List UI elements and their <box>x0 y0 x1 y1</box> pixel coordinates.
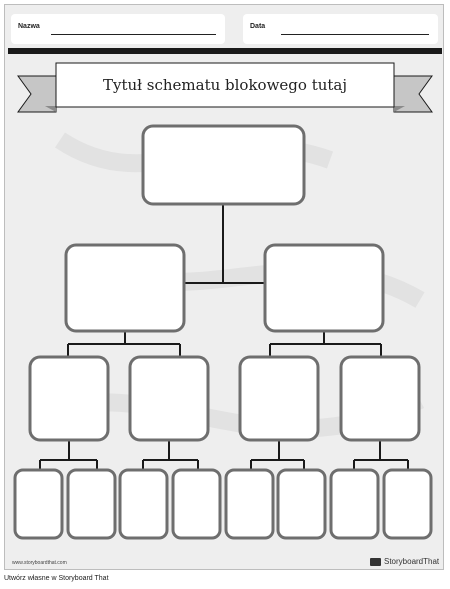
header-divider <box>8 48 442 54</box>
date-line <box>281 34 429 35</box>
flowchart-box-level2-1[interactable] <box>64 243 186 333</box>
name-line <box>51 34 216 35</box>
flowchart-box-level3-3[interactable] <box>238 355 320 442</box>
flowchart-box-level3-1[interactable] <box>28 355 110 442</box>
flowchart-box-level3-4[interactable] <box>339 355 421 442</box>
date-label: Data <box>250 23 266 30</box>
storyboardthat-logo-icon <box>370 557 381 566</box>
flowchart-box-level2-2[interactable] <box>263 243 385 333</box>
diagram-title[interactable]: Tytuł schematu blokowego tutaj <box>102 76 348 94</box>
footer-brand[interactable]: StoryboardThat <box>370 557 439 566</box>
flowchart-box-level4-5[interactable] <box>224 468 275 540</box>
connectors <box>39 204 409 470</box>
flowchart-box-level4-1[interactable] <box>13 468 64 540</box>
date-field[interactable]: Data <box>243 14 438 44</box>
ribbon-left-tail <box>17 75 57 113</box>
flowchart-box-level3-2[interactable] <box>128 355 210 442</box>
name-field[interactable]: Nazwa <box>11 14 225 44</box>
flowchart-box-level4-3[interactable] <box>118 468 169 540</box>
footer-brand-label: StoryboardThat <box>384 557 440 566</box>
flowchart-box-level4-4[interactable] <box>171 468 222 540</box>
name-label: Nazwa <box>18 23 40 30</box>
flowchart-box-level4-6[interactable] <box>276 468 327 540</box>
ribbon-banner <box>55 62 395 108</box>
ribbon-right-fold <box>394 106 405 112</box>
flowchart-box-root[interactable] <box>141 124 306 206</box>
flowchart-box-level4-8[interactable] <box>382 468 433 540</box>
ribbon-left-fold <box>45 106 56 112</box>
flowchart-box-level4-7[interactable] <box>329 468 380 540</box>
footer-url[interactable]: www.storyboardthat.com <box>12 560 67 566</box>
credit-text[interactable]: Utwórz własne w Storyboard That <box>4 575 109 582</box>
flowchart-box-level4-2[interactable] <box>66 468 117 540</box>
